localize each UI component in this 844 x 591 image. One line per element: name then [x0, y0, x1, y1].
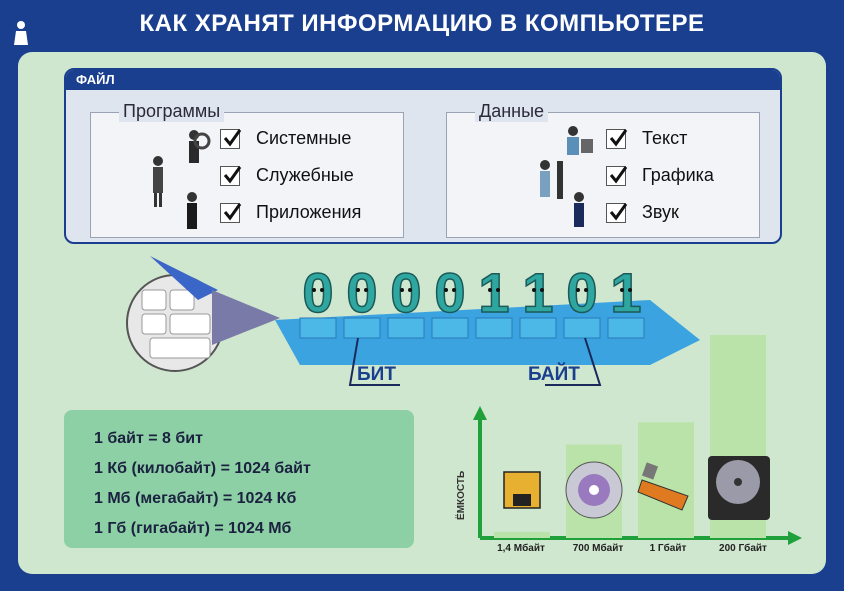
page-title: КАК ХРАНЯТ ИНФОРМАЦИЮ В КОМПЬЮТЕРЕ [139, 10, 705, 37]
unit-megabyte: 1 Мб (мегабайт) = 1024 Кб [94, 490, 297, 507]
xtick-label: 1,4 Мбайт [497, 543, 545, 554]
program-item-applications[interactable]: Приложения [220, 202, 361, 223]
xtick-label: 700 Мбайт [572, 543, 624, 554]
checkbox-checked[interactable] [606, 202, 628, 223]
checkbox-checked[interactable] [220, 202, 242, 223]
checkbox-checked[interactable] [606, 165, 628, 186]
program-item-utility[interactable]: Служебные [220, 165, 354, 186]
file-box: ФАЙЛ Программы Данные [64, 68, 782, 244]
unit-kilobyte: 1 Кб (килобайт) = 1024 байт [94, 460, 311, 477]
data-item-sound[interactable]: Звук [606, 202, 679, 223]
checkbox-checked[interactable] [220, 165, 242, 186]
item-label: Системные [256, 128, 352, 148]
programs-label: Программы [119, 101, 225, 122]
item-label: Служебные [256, 165, 354, 185]
bit-label: БИТ [357, 364, 396, 385]
xtick-label: 200 Гбайт [719, 543, 767, 554]
unit-byte: 1 байт = 8 бит [94, 430, 203, 447]
people-icon [153, 130, 211, 229]
data-item-text[interactable]: Текст [606, 128, 687, 149]
item-label: Текст [642, 128, 688, 148]
unit-gigabyte: 1 Гб (гигабайт) = 1024 Мб [94, 520, 292, 537]
xtick-label: 1 Гбайт [649, 543, 687, 554]
checkbox-checked[interactable] [220, 128, 242, 149]
file-header: ФАЙЛ [66, 70, 780, 90]
data-item-graphics[interactable]: Графика [606, 165, 714, 186]
item-label: Приложения [256, 202, 362, 222]
program-item-system[interactable]: Системные [220, 128, 351, 149]
item-label: Звук [642, 202, 679, 222]
chart-ylabel: ЁМКОСТЬ [456, 470, 467, 520]
units-box: 1 байт = 8 бит 1 Кб (килобайт) = 1024 ба… [64, 410, 414, 548]
person-icon [14, 21, 28, 45]
people-icon [540, 126, 593, 227]
programs-group: Программы [90, 101, 404, 238]
data-label: Данные [475, 101, 549, 122]
data-group: Данные [446, 101, 760, 238]
item-label: Графика [642, 165, 714, 185]
checkbox-checked[interactable] [606, 128, 628, 149]
byte-label: БАЙТ [528, 364, 580, 385]
